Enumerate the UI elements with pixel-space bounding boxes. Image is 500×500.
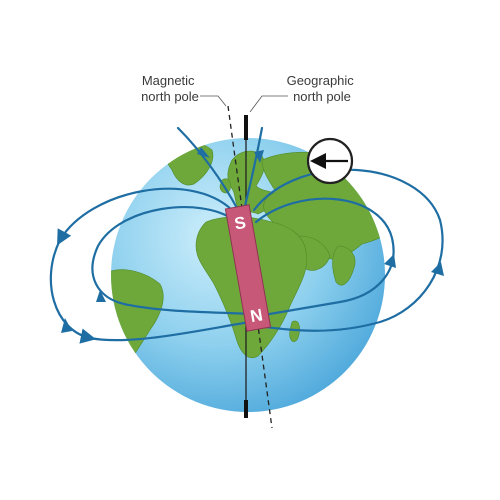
field-arrow-top-left — [197, 147, 210, 158]
compass-arrow-icon — [306, 137, 354, 185]
bar-magnet: S N — [224, 204, 272, 332]
geographic-pole-label: Geographic north pole — [287, 73, 358, 104]
field-arrow-top-right — [254, 150, 264, 163]
magnetic-pole-leader — [200, 95, 227, 107]
field-arrow-inner-left — [96, 290, 106, 302]
field-arrow-outer-left — [61, 318, 72, 333]
magnet-north-label: N — [249, 305, 264, 326]
madagascar-landmass — [289, 320, 300, 342]
field-line-inner-right — [254, 197, 395, 318]
field-arrow-outer-right — [431, 262, 444, 276]
magnet-south-label: S — [233, 213, 247, 234]
field-line-top-right — [242, 126, 264, 212]
geographic-pole-leader — [249, 95, 288, 113]
magnetic-pole-label: Magnetic north pole — [141, 73, 199, 104]
field-arrow-inner-right — [384, 254, 396, 268]
india-landmass — [332, 245, 356, 286]
field-line-inner-left — [91, 206, 254, 316]
field-line-top-left — [176, 126, 240, 212]
bar-magnet-body — [224, 204, 272, 332]
field-line-outer-left — [49, 187, 252, 344]
